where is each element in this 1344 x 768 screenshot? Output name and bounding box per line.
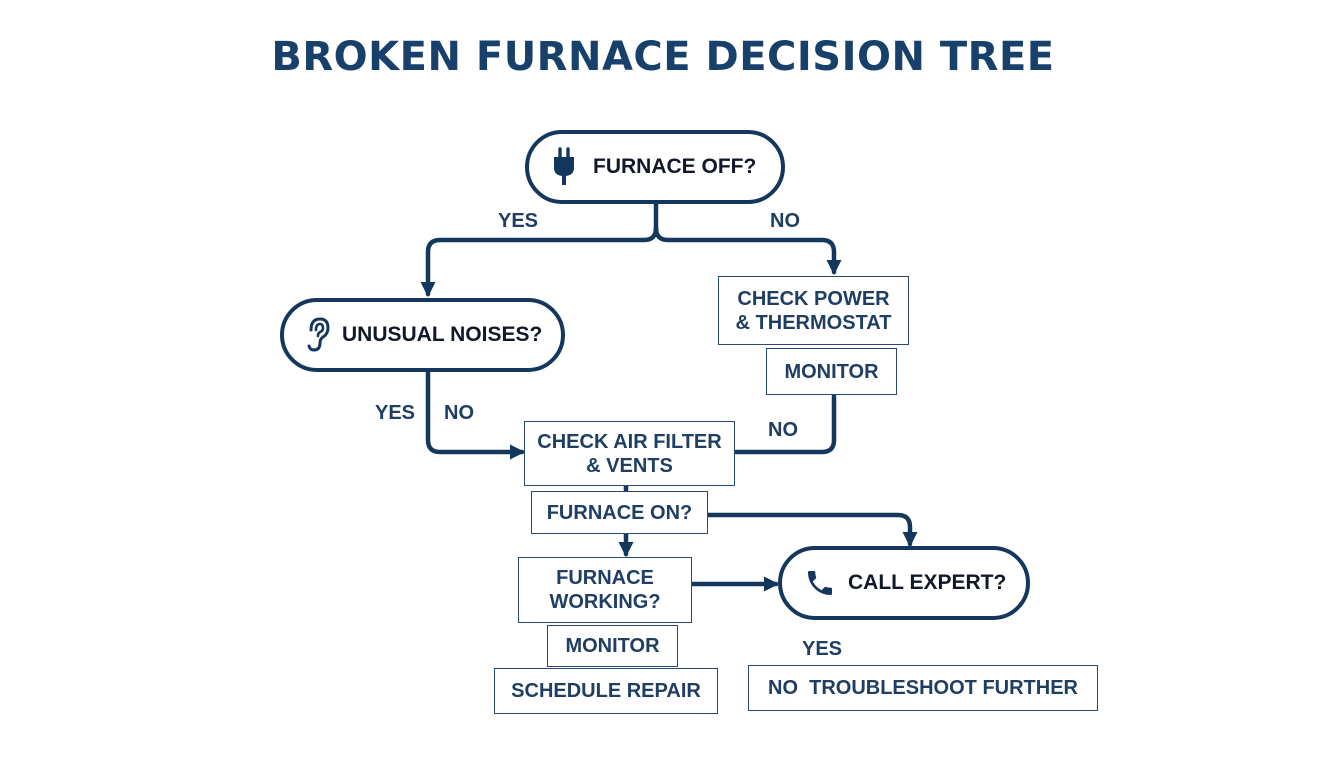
node-label: MONITOR — [784, 360, 879, 383]
node-call-expert: CALL EXPERT? — [778, 546, 1030, 620]
edge-label-off-yes: YES — [498, 210, 539, 232]
plug-icon — [551, 147, 577, 187]
node-unusual-noises: UNUSUAL NOISES? — [280, 298, 565, 372]
node-monitor-bottom: MONITOR — [547, 625, 678, 667]
node-furnace-working: FURNACE WORKING? — [518, 557, 692, 623]
node-label-line1: CHECK AIR FILTER — [537, 430, 722, 453]
edge-label-off-no: NO — [770, 210, 800, 232]
connector-off-to-noises — [420, 201, 659, 298]
node-furnace-off: FURNACE OFF? — [525, 130, 785, 204]
node-troubleshoot-further: NO TROUBLESHOOT FURTHER — [748, 665, 1098, 711]
edge-label-noises-no: NO — [444, 402, 474, 424]
edge-label-monitor-no: NO — [768, 419, 798, 441]
edge-label-noises-yes: YES — [375, 402, 416, 424]
node-label: UNUSUAL NOISES? — [342, 323, 543, 346]
connector-monitor-to-air-filter — [733, 393, 837, 455]
node-label-line2: WORKING? — [549, 591, 661, 613]
edge-label-expert-yes: YES — [802, 638, 843, 660]
node-label-line1: FURNACE — [556, 567, 654, 589]
connector-furnace-on-to-expert — [705, 512, 918, 548]
node-check-air-filter: CHECK AIR FILTER & VENTS — [524, 421, 735, 486]
node-schedule-repair: SCHEDULE REPAIR — [494, 668, 718, 714]
node-label: CALL EXPERT? — [848, 571, 1007, 594]
connector-noises-to-air-filter — [425, 367, 526, 460]
node-label: MONITOR — [565, 635, 660, 657]
node-check-power: CHECK POWER & THERMOSTAT — [718, 276, 909, 345]
node-label-line2: & VENTS — [586, 454, 673, 477]
node-label: FURNACE OFF? — [593, 155, 757, 178]
node-label: SCHEDULE REPAIR — [511, 680, 701, 702]
node-label: FURNACE ON? — [546, 501, 693, 524]
node-label-line2: & THERMOSTAT — [735, 311, 892, 334]
node-furnace-on: FURNACE ON? — [531, 491, 708, 534]
node-monitor-right: MONITOR — [766, 348, 897, 395]
phone-icon — [804, 567, 836, 599]
node-label: NO TROUBLESHOOT FURTHER — [768, 677, 1078, 699]
connector-off-to-check-power — [653, 225, 842, 276]
node-label-line1: CHECK POWER — [737, 287, 890, 310]
diagram-title: BROKEN FURNACE DECISION TREE — [271, 34, 1055, 80]
ear-icon — [304, 315, 332, 355]
